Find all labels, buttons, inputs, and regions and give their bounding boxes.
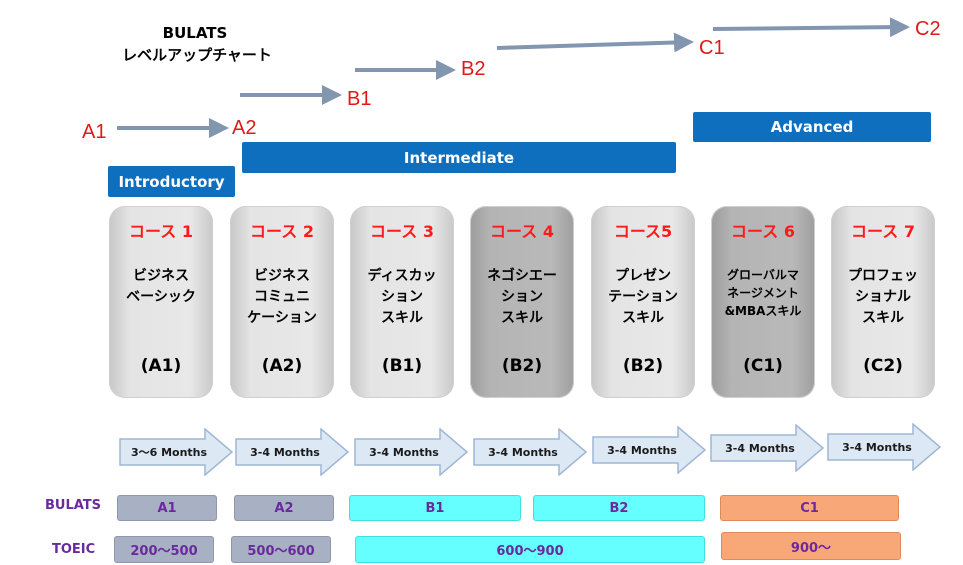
course-level: (B2) [622, 356, 664, 376]
block-arrow-icon [354, 428, 469, 476]
course-card-1: コース 1 ビジネス ベーシック (A1) [109, 206, 213, 398]
level-label-b1: B1 [347, 88, 372, 110]
course-number: コース 1 [129, 222, 193, 241]
duration-arrow-2: 3-4 Months [235, 428, 350, 476]
duration-label: 3-4 Months [842, 440, 912, 454]
level-label-a1: A1 [82, 121, 107, 143]
progression-arrows [117, 17, 910, 138]
bulats-bar-b2: B2 [533, 495, 705, 521]
course-name: ビジネス コミュニ ケーション [247, 268, 317, 326]
course-name: グローバルマ ネージメント &MBAスキル [724, 268, 802, 318]
band-advanced: Advanced [693, 112, 931, 142]
bulats-bar-c1: C1 [720, 495, 899, 521]
toeic-bar-900-plus: 900〜 [721, 532, 901, 560]
course-level: (B2) [501, 356, 543, 376]
block-arrow-icon [119, 428, 234, 476]
level-label-a2: A2 [232, 117, 257, 139]
bulats-bar-a2: A2 [234, 495, 334, 521]
level-label-c2: C2 [915, 18, 941, 40]
block-arrow-icon [710, 424, 825, 472]
course-card-7: コース 7 プロフェッ ショナル スキル (C2) [831, 206, 935, 398]
duration-arrow-6: 3-4 Months [710, 424, 825, 472]
course-level: (A1) [140, 356, 182, 376]
arrow-c1-c2 [712, 17, 910, 38]
course-name: プロフェッ ショナル スキル [848, 268, 918, 326]
course-card-6: コース 6 グローバルマ ネージメント &MBAスキル (C1) [711, 206, 815, 398]
course-level: (C1) [743, 356, 783, 376]
course-number: コース 2 [250, 222, 314, 241]
block-arrow-icon [473, 428, 588, 476]
block-arrow-icon [827, 423, 942, 471]
course-card-5: コース5 プレゼン テーション スキル (B2) [591, 206, 695, 398]
course-number: コース 6 [731, 222, 795, 241]
arrow-b2-c1 [496, 32, 694, 53]
toeic-bar-500-600: 500〜600 [231, 536, 331, 563]
row-label-bulats: BULATS [45, 498, 102, 513]
course-number: コース5 [613, 222, 673, 241]
course-card-3: コース 3 ディスカッ ション スキル (B1) [350, 206, 454, 398]
toeic-bar-200-500: 200〜500 [114, 536, 214, 563]
toeic-bar-600-900: 600〜900 [355, 536, 705, 563]
duration-label: 3-4 Months [488, 445, 558, 459]
bulats-bar-b1: B1 [349, 495, 521, 521]
duration-label: 3-4 Months [369, 445, 439, 459]
chart-subtitle: レベルアップチャート [122, 46, 272, 64]
duration-arrow-7: 3-4 Months [827, 423, 942, 471]
duration-arrow-4: 3-4 Months [473, 428, 588, 476]
course-name: プレゼン テーション スキル [608, 268, 678, 326]
duration-arrow-5: 3-4 Months [592, 426, 707, 474]
course-name: ディスカッ ション スキル [367, 268, 437, 326]
duration-label: 3-4 Months [607, 443, 677, 457]
duration-label: 3-4 Months [725, 441, 795, 455]
level-label-c1: C1 [699, 37, 725, 59]
course-level: (B1) [381, 356, 423, 376]
level-label-b2: B2 [461, 58, 486, 80]
duration-arrow-1: 3〜6 Months [119, 428, 234, 476]
bulats-bar-a1: A1 [117, 495, 217, 521]
band-intermediate: Intermediate [242, 142, 676, 173]
duration-label: 3〜6 Months [130, 446, 208, 459]
band-introductory: Introductory [108, 166, 235, 197]
chart-title: BULATS [162, 24, 228, 42]
course-name: ネゴシエー ション スキル [487, 268, 557, 326]
course-number: コース 4 [490, 222, 554, 241]
duration-label: 3-4 Months [250, 445, 320, 459]
course-level: (A2) [261, 356, 303, 376]
course-number: コース 3 [370, 222, 434, 241]
row-label-toeic: TOEIC [52, 542, 96, 557]
course-number: コース 7 [851, 222, 915, 241]
course-level: (C2) [863, 356, 903, 376]
block-arrow-icon [235, 428, 350, 476]
duration-arrow-3: 3-4 Months [354, 428, 469, 476]
block-arrow-icon [592, 426, 707, 474]
course-name: ビジネス ベーシック [126, 268, 196, 305]
course-card-2: コース 2 ビジネス コミュニ ケーション (A2) [230, 206, 334, 398]
course-card-4: コース 4 ネゴシエー ション スキル (B2) [470, 206, 574, 398]
